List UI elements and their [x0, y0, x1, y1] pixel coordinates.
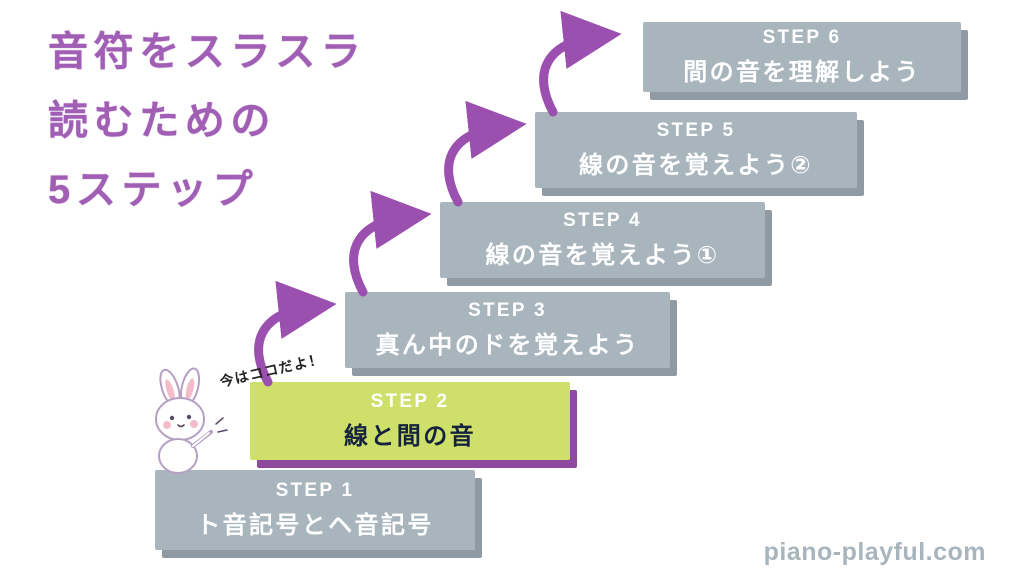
- arrow-step3-to-step4-icon: [349, 190, 432, 297]
- step-text-6: 間の音を理解しよう: [683, 59, 921, 86]
- step-text-4: 線の音を覚えよう①: [485, 242, 720, 269]
- step-box-6: STEP 6 間の音を理解しよう: [643, 22, 961, 92]
- step-box-2-current: STEP 2 線と間の音: [250, 382, 570, 460]
- step-box-3: STEP 3 真ん中のドを覚えよう: [345, 292, 670, 368]
- site-credit: piano-playful.com: [763, 538, 986, 566]
- arrow-step5-to-step6-icon: [539, 10, 622, 117]
- step-text-1: ト音記号とヘ音記号: [196, 512, 434, 539]
- step-label-2: STEP 2: [370, 391, 450, 412]
- step-text-2: 線と間の音: [344, 423, 476, 450]
- title-line-3: 5ステップ: [48, 167, 259, 212]
- step-label-4: STEP 4: [563, 210, 642, 231]
- step-text-3: 真ん中のドを覚えよう: [375, 332, 640, 359]
- title-line-2: 読むための: [48, 98, 276, 143]
- arrow-step4-to-step5-icon: [444, 100, 527, 207]
- step-box-4: STEP 4 線の音を覚えよう①: [440, 202, 765, 278]
- step-label-6: STEP 6: [762, 27, 842, 48]
- title-line-1: 音符をスラスラ: [48, 30, 367, 74]
- step-label-5: STEP 5: [656, 120, 736, 141]
- step-box-5: STEP 5 線の音を覚えよう②: [535, 112, 857, 188]
- step-label-3: STEP 3: [468, 300, 547, 321]
- step-label-1: STEP 1: [275, 480, 355, 501]
- step-box-1: STEP 1 ト音記号とヘ音記号: [155, 470, 475, 550]
- rabbit-mascot-icon: [155, 367, 228, 474]
- page-title: 音符をスラスラ 読むための 5ステップ: [48, 18, 366, 224]
- step-text-5: 線の音を覚えよう②: [579, 152, 813, 179]
